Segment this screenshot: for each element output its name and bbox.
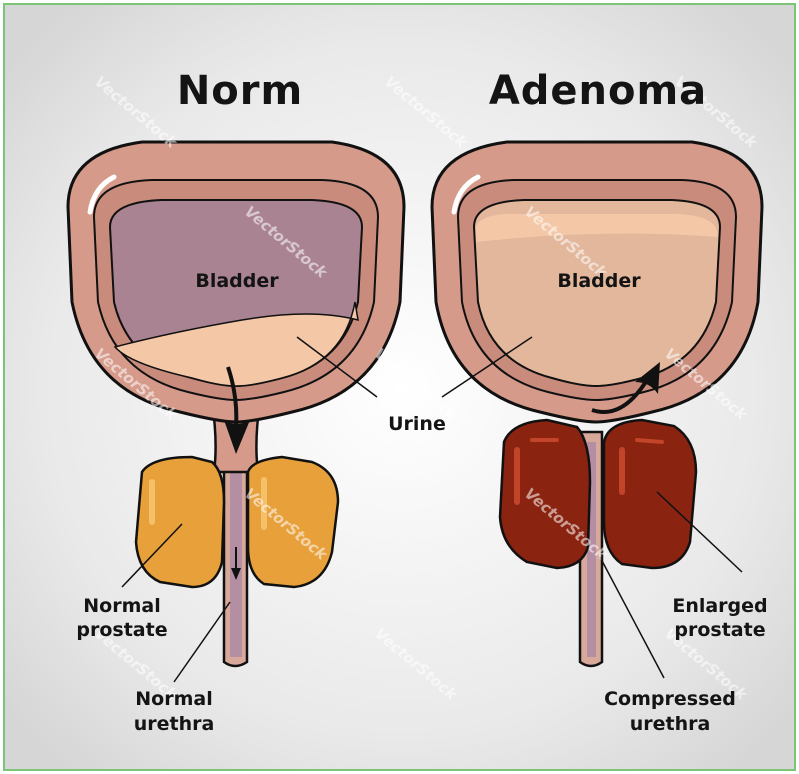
label-bladder-left: Bladder	[177, 270, 297, 293]
label-normal-prostate-2: prostate	[67, 619, 177, 643]
label-enlarged-prostate-2: prostate	[655, 619, 785, 643]
title-adenoma: Adenoma	[483, 67, 713, 115]
label-enlarged-prostate-1: Enlarged	[655, 595, 785, 619]
label-compressed-urethra-2: urethra	[595, 713, 745, 737]
diagram-frame: VectorStock VectorStock VectorStock Vect…	[3, 3, 796, 771]
label-normal-urethra-2: urethra	[119, 713, 229, 737]
label-urine: Urine	[377, 413, 457, 436]
title-norm: Norm	[165, 67, 315, 115]
label-compressed-urethra-1: Compressed	[595, 688, 745, 712]
label-normal-urethra-1: Normal	[119, 688, 229, 712]
enlarged-prostate-right-highlight-2	[637, 440, 662, 442]
label-normal-prostate-1: Normal	[67, 595, 177, 619]
label-bladder-right: Bladder	[539, 270, 659, 293]
